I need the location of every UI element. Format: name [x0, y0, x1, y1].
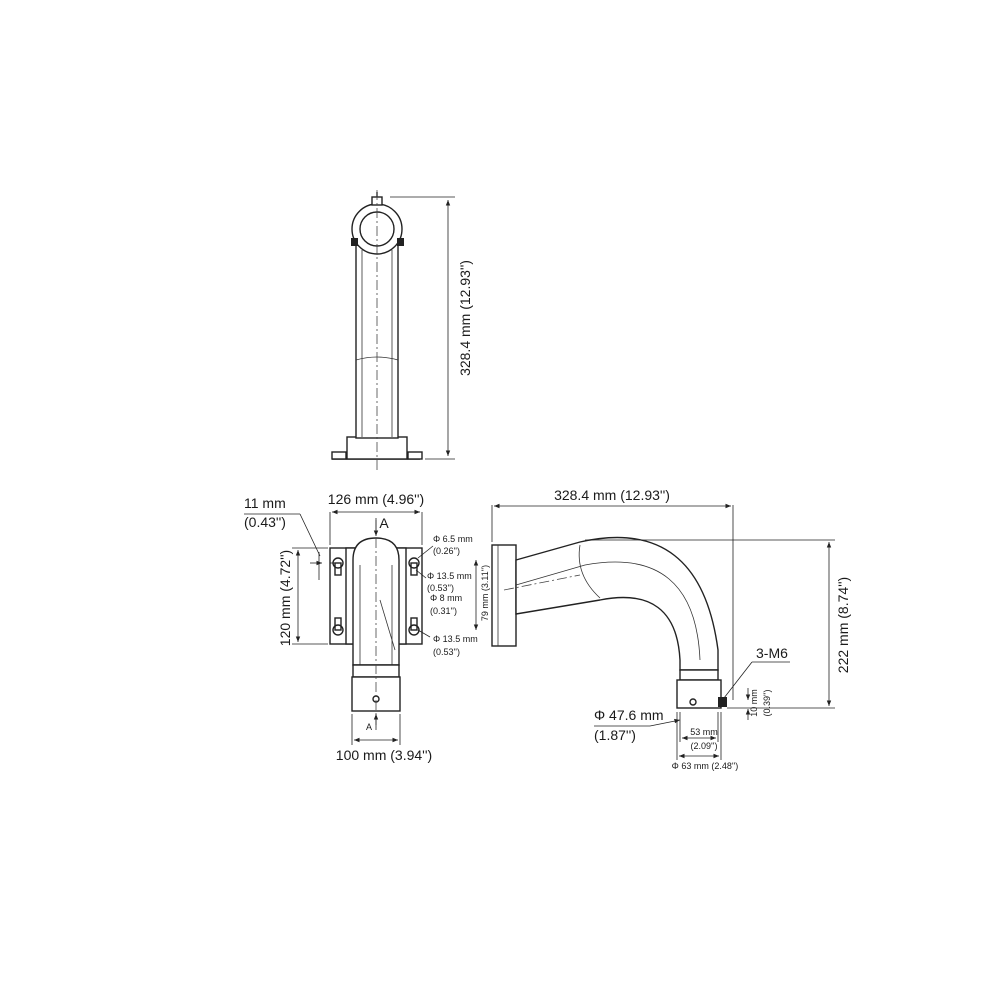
top-view-height-dim: 328.4 mm (12.93'') — [457, 260, 473, 376]
side-view-wall-plate — [491, 544, 517, 647]
inner-dia-mm: Φ 47.6 mm — [594, 707, 664, 723]
inner-dia-in: (1.87'') — [594, 727, 636, 743]
side-length-dim: 328.4 mm (12.93'') — [554, 487, 670, 503]
front-width-bottom-dim: 100 mm (3.94'') — [336, 747, 432, 763]
keyhole-left-bottom — [332, 617, 344, 636]
plate-height-dim: 79 mm (3.11'') — [480, 565, 490, 621]
front-view: A A 126 mm (4.96'') 100 mm (3.94'') 120 … — [244, 491, 490, 763]
keyhole-right-top — [408, 557, 420, 576]
side-view: 328.4 mm (12.93'') 222 mm (8.74'') 3-M6 … — [491, 487, 851, 771]
hole4-mm: Φ 13.5 mm — [433, 634, 478, 644]
hole1-mm: Φ 6.5 mm — [433, 534, 473, 544]
side-height-dim: 222 mm (8.74'') — [835, 577, 851, 673]
hole2-mm: Φ 13.5 mm — [427, 571, 472, 581]
front-height-dim: 120 mm (4.72'') — [277, 550, 293, 646]
hole3-mm: Φ 8 mm — [430, 593, 462, 603]
side-view-collar — [676, 679, 722, 709]
collar-dim-mm: 53 mm — [690, 727, 718, 737]
collar-dim-in: (2.09'') — [691, 741, 718, 751]
section-mark-a-small: A — [366, 722, 372, 732]
hole1-in: (0.26'') — [433, 546, 460, 556]
thread-dim-mm: 10 mm — [749, 689, 759, 717]
screw-label: 3-M6 — [756, 645, 788, 661]
top-view: 328.4 mm (12.93'') — [331, 190, 473, 470]
hole4-in: (0.53'') — [433, 647, 460, 657]
offset-dim-mm: 11 mm — [244, 495, 286, 511]
offset-dim-in: (0.43'') — [244, 514, 286, 530]
keyhole-right-bottom — [408, 617, 420, 636]
hole2-in: (0.53'') — [427, 583, 454, 593]
section-mark-a: A — [379, 515, 389, 531]
hole3-in: (0.31'') — [430, 606, 457, 616]
screw-icon — [718, 697, 727, 707]
outer-dia-dim: Φ 63 mm (2.48'') — [672, 761, 739, 771]
thread-dim-in: (0.39'') — [762, 690, 772, 717]
front-width-top-dim: 126 mm (4.96'') — [328, 491, 424, 507]
